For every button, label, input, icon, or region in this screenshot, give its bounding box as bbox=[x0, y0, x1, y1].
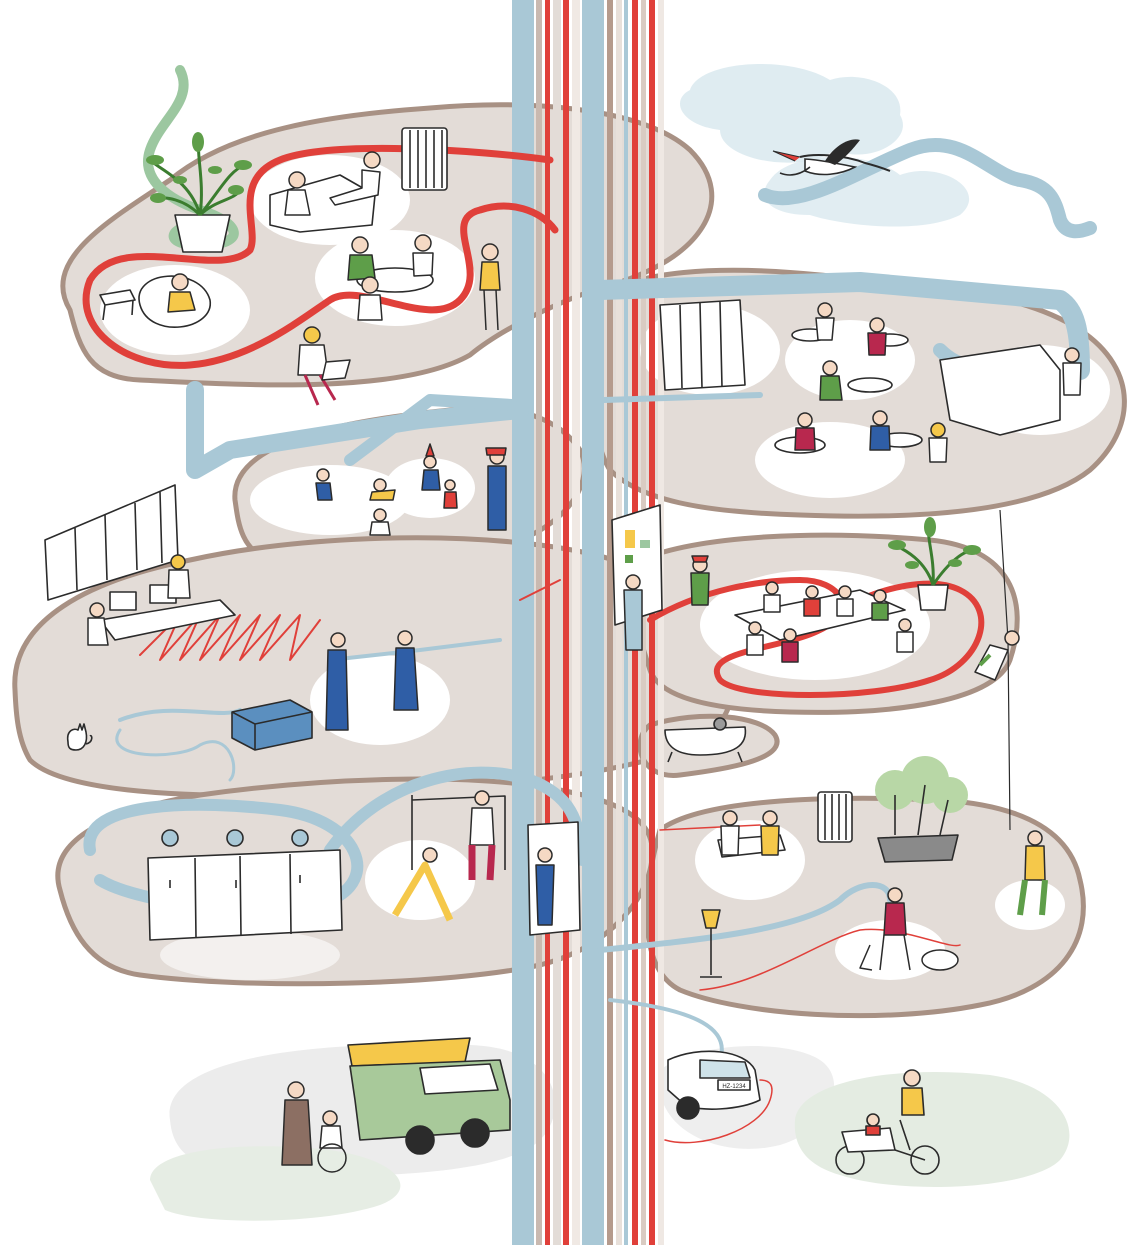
child-running bbox=[315, 468, 333, 501]
person-kitchen bbox=[1062, 347, 1082, 396]
person-craft-1 bbox=[720, 810, 740, 856]
person-standing-yellow bbox=[479, 243, 501, 331]
vehicles: HZ-1234 bbox=[347, 1037, 940, 1175]
ground-ribbon bbox=[608, 998, 724, 1062]
person-meeting-3 bbox=[836, 585, 854, 617]
person-sofa-left bbox=[284, 171, 311, 216]
car-plate: HZ-1234 bbox=[722, 1084, 746, 1090]
vacuum-cleaner-icon bbox=[859, 887, 959, 971]
wheelchair-icon bbox=[317, 1110, 347, 1173]
duct-to-right-mid bbox=[601, 392, 763, 403]
person-yoga bbox=[391, 847, 454, 922]
desk-row bbox=[99, 599, 236, 641]
person-meeting-5 bbox=[746, 621, 764, 656]
child-sitting bbox=[369, 508, 391, 536]
person-table-yellow bbox=[412, 234, 434, 277]
worker-overalls bbox=[485, 447, 507, 531]
car-icon: HZ-1234 bbox=[667, 1050, 761, 1120]
side-table bbox=[99, 289, 136, 321]
person-climber bbox=[974, 630, 1020, 681]
person-hose bbox=[325, 632, 349, 731]
person-desk-2 bbox=[167, 554, 191, 599]
person-red-hat bbox=[690, 555, 710, 606]
child-small bbox=[443, 479, 458, 509]
person-meeting-4 bbox=[871, 589, 889, 621]
person-meeting-2 bbox=[803, 585, 821, 617]
person-meeting-7 bbox=[896, 618, 914, 653]
potted-plant-icon bbox=[888, 517, 981, 611]
sky-ribbon bbox=[758, 137, 1097, 239]
pipe-to-meeting bbox=[519, 579, 561, 601]
bathtub-icon bbox=[664, 717, 747, 763]
ground-shadow-right-green bbox=[794, 1072, 1070, 1187]
person-meeting-6 bbox=[781, 628, 799, 663]
person-cafe-6 bbox=[928, 422, 948, 463]
child-crawl bbox=[369, 478, 396, 501]
food-truck-icon bbox=[347, 1037, 511, 1155]
duct-left-drop bbox=[186, 381, 529, 479]
person-sofa-right bbox=[329, 151, 381, 206]
stork-icon bbox=[772, 139, 891, 176]
person-table-green bbox=[347, 236, 376, 281]
person-cafe-4 bbox=[794, 412, 816, 451]
pipe-lower-right bbox=[659, 824, 961, 991]
person-pullup bbox=[468, 790, 496, 881]
person-cafe-1 bbox=[815, 302, 835, 341]
cafe-table-3 bbox=[847, 377, 893, 393]
cargo-bike-icon bbox=[835, 1069, 940, 1175]
kitchen-counter bbox=[939, 344, 1061, 436]
pipe-meeting-loop bbox=[647, 577, 985, 698]
person-beanbag bbox=[167, 273, 196, 313]
hose-floor bbox=[115, 728, 236, 782]
cat-icon bbox=[66, 723, 93, 751]
duct-lower-right bbox=[597, 882, 893, 953]
planter-trees bbox=[875, 756, 968, 863]
person-elderly bbox=[281, 1081, 313, 1166]
person-craft-2 bbox=[760, 810, 780, 856]
shower-icon bbox=[147, 829, 343, 941]
person-table-front bbox=[357, 276, 383, 321]
person-presenting bbox=[623, 574, 643, 651]
person-cafe-2 bbox=[867, 317, 887, 356]
person-cafe-3 bbox=[819, 360, 843, 401]
potted-plant-icon bbox=[146, 132, 252, 253]
pipe-top-left-loop bbox=[82, 144, 559, 369]
sky-layer bbox=[680, 63, 1097, 239]
duct-play bbox=[344, 394, 518, 466]
person-arms-crossed bbox=[393, 630, 419, 711]
people bbox=[87, 151, 1082, 1173]
pullup-frame bbox=[411, 795, 506, 870]
person-meeting-1 bbox=[763, 581, 781, 613]
radiator-icon bbox=[401, 127, 448, 191]
pipe-ground-car bbox=[664, 1079, 773, 1144]
ground-shadow-left-green bbox=[150, 1146, 401, 1221]
person-rope-pull bbox=[1017, 830, 1048, 916]
pipe-floor-heating bbox=[139, 614, 321, 661]
child-party-hat bbox=[421, 443, 441, 491]
floor-lamp-icon bbox=[700, 909, 722, 978]
person-laptop bbox=[297, 326, 351, 406]
water-tank bbox=[231, 699, 313, 751]
person-cafe-5 bbox=[869, 410, 891, 451]
person-desk-1 bbox=[87, 602, 109, 646]
heating-pipes bbox=[82, 144, 985, 1144]
monitor-1 bbox=[109, 591, 137, 611]
person-door bbox=[535, 847, 555, 926]
cloud-large bbox=[680, 63, 903, 163]
duct-lower-arch bbox=[324, 766, 588, 866]
radiator-icon bbox=[817, 791, 853, 843]
